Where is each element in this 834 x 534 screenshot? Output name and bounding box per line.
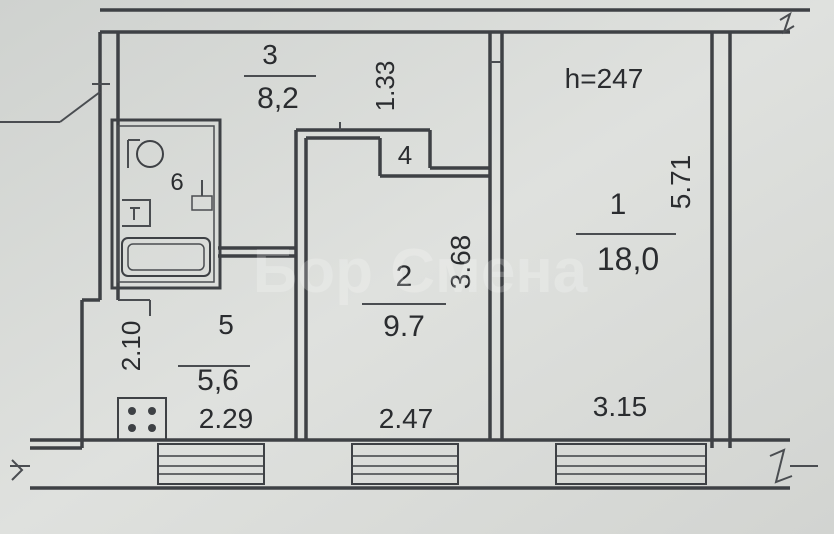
room-1-area: 18,0	[597, 241, 659, 277]
room-5-length-label: 2.10	[116, 321, 146, 372]
room-3-number: 3	[262, 39, 278, 70]
ceiling-height-label: h=247	[565, 63, 644, 94]
bathtub-icon	[121, 237, 211, 277]
room-2-width-label: 2.47	[379, 403, 434, 434]
sink-icon	[122, 199, 151, 227]
room-6-number: 6	[170, 169, 183, 196]
watermark: Бор Смена	[253, 237, 588, 306]
interior-walls	[218, 32, 504, 440]
room-5-area: 5,6	[197, 364, 239, 397]
room-2-area: 9.7	[383, 310, 425, 343]
bathroom-block	[110, 118, 222, 290]
ventilation-mark	[191, 180, 213, 211]
corridor-width-label: 1.33	[370, 61, 400, 112]
room-4-number: 4	[398, 140, 412, 170]
window-3	[555, 443, 707, 485]
room-1-width-label: 3.15	[593, 391, 648, 422]
stove-icon	[117, 397, 167, 441]
window-2	[351, 443, 459, 485]
window-1	[157, 443, 265, 485]
room-1-length-label: 5.71	[665, 155, 696, 210]
kitchen-area	[118, 299, 151, 316]
room-1-number: 1	[610, 188, 627, 221]
room-3-area: 8,2	[257, 82, 299, 115]
room-5-width-label: 2.29	[199, 403, 254, 434]
room-2-length-label: 3.68	[445, 235, 476, 290]
room-2-number: 2	[396, 260, 413, 293]
toilet-icon	[127, 139, 164, 168]
entry-marker	[0, 83, 110, 123]
room-5-number: 5	[218, 309, 234, 340]
fraction-lines	[178, 75, 676, 367]
